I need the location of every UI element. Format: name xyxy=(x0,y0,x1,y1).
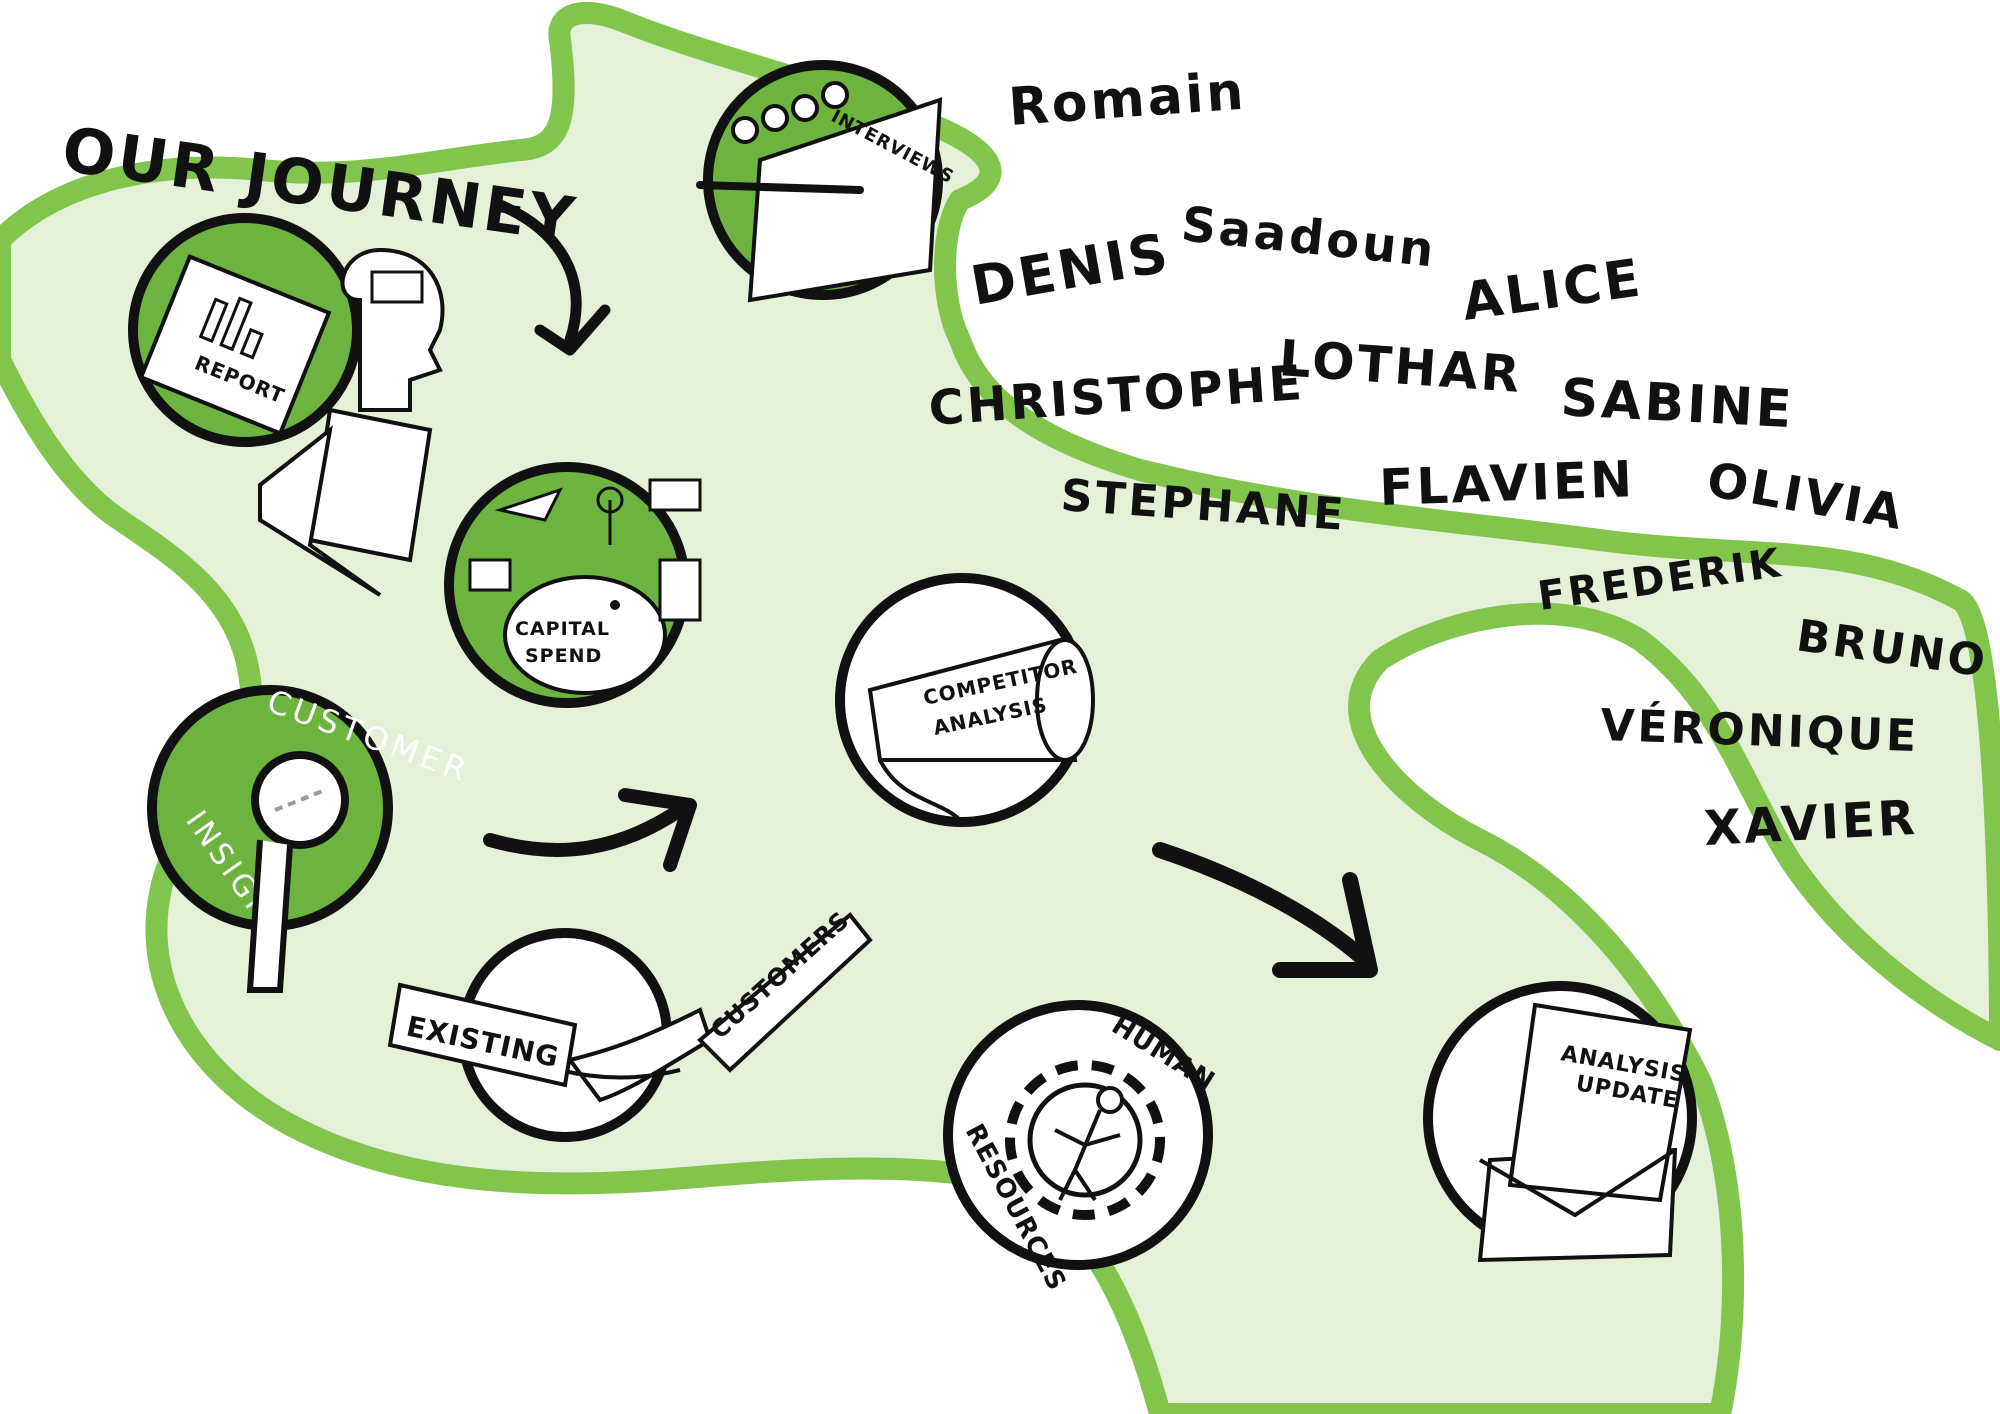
name-veronique: VÉRONIQUE xyxy=(1600,698,1920,762)
svg-text:CAPITAL: CAPITAL xyxy=(515,618,610,640)
name-flavien: FLAVIEN xyxy=(1378,450,1635,517)
arrow-to-human-resources xyxy=(1152,842,1378,978)
step-competitor-analysis: COMPETITOR ANALYSIS xyxy=(835,573,1095,827)
name-saadoun: Saadoun xyxy=(1179,196,1439,278)
name-lothar: LOTHAR xyxy=(1277,329,1524,404)
gear-person-icon xyxy=(1005,1060,1165,1220)
name-sabine: SABINE xyxy=(1559,368,1796,440)
step-analysis-update: ANALYSIS UPDATE xyxy=(1423,981,1697,1263)
name-xavier: XAVIER xyxy=(1703,790,1919,857)
name-romain: Romain xyxy=(1007,62,1248,138)
magnifier-icon xyxy=(246,751,349,993)
piggy-bank-icon: CAPITAL SPEND xyxy=(503,575,667,695)
step-report: REPORT xyxy=(128,213,445,597)
person-head-icon xyxy=(340,247,445,412)
interviews-writing-icon: INTERVIEWS xyxy=(696,81,958,303)
svg-text:SPEND: SPEND xyxy=(525,645,602,667)
step-interviews: INTERVIEWS xyxy=(696,60,958,303)
megaphone-icon: COMPETITOR ANALYSIS xyxy=(867,637,1095,822)
envelope-letter-icon: ANALYSIS UPDATE xyxy=(1477,1002,1693,1263)
name-olivia: OLIVIA xyxy=(1703,452,1909,542)
report-notebook-icon: REPORT xyxy=(138,254,332,436)
existing-banner: EXISTING xyxy=(387,982,578,1088)
name-alice: ALICE xyxy=(1458,248,1646,333)
assets-icons xyxy=(468,478,702,622)
laptop-icon xyxy=(258,407,433,597)
arrow-to-competitor xyxy=(483,788,697,872)
step-capital-spend: CAPITAL SPEND xyxy=(444,462,702,708)
name-denis: DENIS xyxy=(966,221,1175,318)
